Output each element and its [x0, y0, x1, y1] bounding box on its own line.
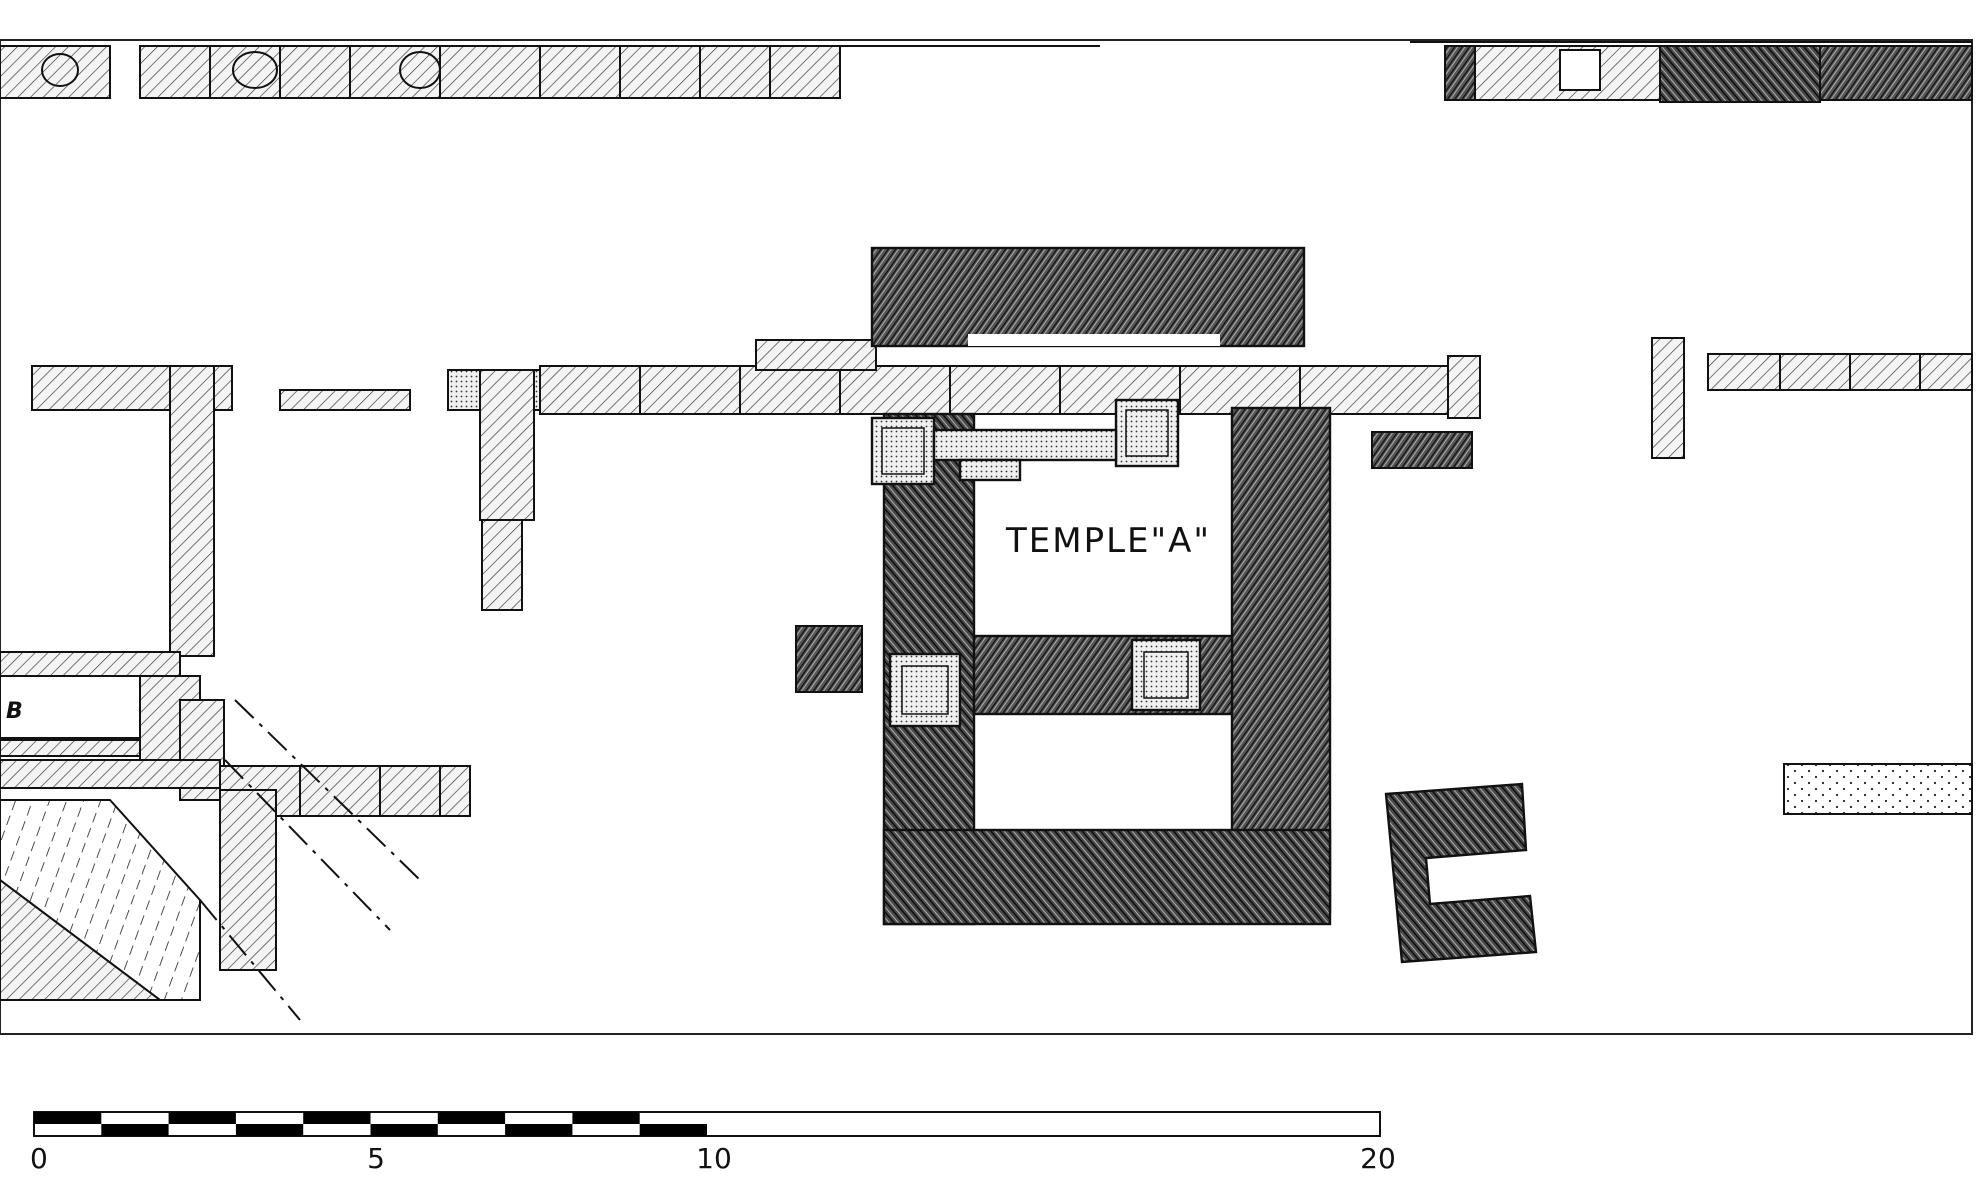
- east-small-block: [1371, 431, 1473, 469]
- temple-a-label: TEMPLE"A": [1005, 521, 1211, 561]
- room-label-b: B: [6, 699, 23, 724]
- top-wall-left: [0, 45, 1100, 99]
- scale-segment: [34, 1112, 102, 1124]
- scale-segment: [639, 1124, 707, 1136]
- top-wall-right: [1410, 41, 1973, 103]
- scale-tick-0: 0: [30, 1142, 48, 1175]
- far-east-walls: [1651, 337, 1973, 815]
- scale-bar-segments: [34, 1112, 707, 1136]
- u-shaped-structure: [1384, 782, 1538, 964]
- scale-segment: [572, 1112, 640, 1124]
- scale-segment: [101, 1124, 169, 1136]
- left-building: B: [0, 365, 471, 1021]
- scale-segment: [235, 1124, 304, 1136]
- scale-segment: [505, 1124, 573, 1136]
- scale-segment: [303, 1112, 371, 1124]
- small-wall-fragments: [279, 369, 549, 611]
- plan-frame: [0, 39, 1973, 1035]
- scale-segment: [168, 1112, 236, 1124]
- scale-segment: [370, 1124, 438, 1136]
- scale-tick-10: 10: [696, 1142, 732, 1175]
- altar-block: [795, 625, 863, 693]
- scale-bar: 0 5 10 20: [30, 1111, 1396, 1175]
- scale-tick-20: 20: [1360, 1142, 1396, 1175]
- temple-a: TEMPLE"A": [870, 246, 1332, 926]
- scale-tick-5: 5: [367, 1142, 385, 1175]
- scale-segment: [437, 1112, 506, 1124]
- east-wall-stub: [1447, 355, 1481, 419]
- long-wall: [539, 339, 1481, 415]
